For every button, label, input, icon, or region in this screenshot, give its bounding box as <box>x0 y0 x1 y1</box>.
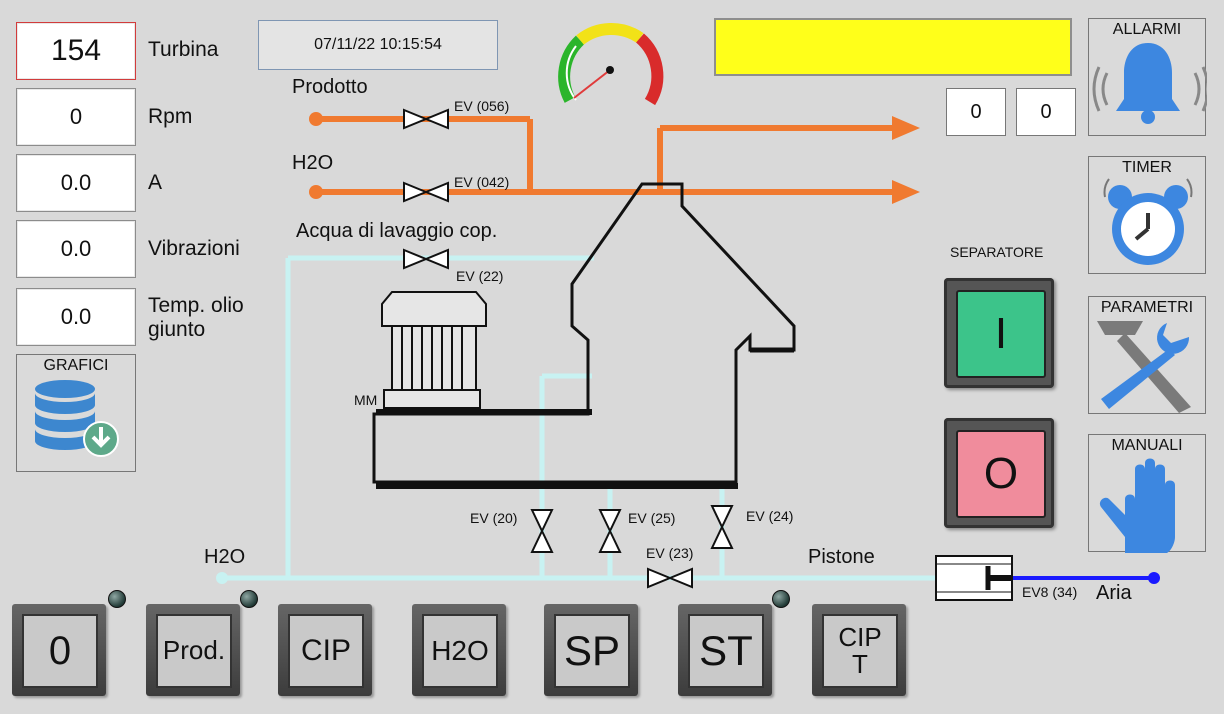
h2o-button[interactable]: H2O <box>412 604 506 696</box>
pistone-label: Pistone <box>808 546 875 568</box>
ev056-label: EV (056) <box>454 98 510 114</box>
cip-button[interactable]: CIP <box>278 604 372 696</box>
cip-label: CIP <box>288 614 364 688</box>
turbina-label: Turbina <box>148 38 219 61</box>
manuali-label: MANUALI <box>1111 437 1183 454</box>
datetime-display: 07/11/22 10:15:54 <box>258 20 498 70</box>
valve-ev24-icon <box>710 505 734 549</box>
rpm-value: 0 <box>16 88 136 146</box>
current-label: A <box>148 171 163 194</box>
vibrazioni-value: 0.0 <box>16 220 136 278</box>
prodotto-inlet <box>309 112 323 126</box>
mode-0-label: 0 <box>22 614 98 688</box>
counter-1: 0 <box>946 88 1006 136</box>
h2o-label: H2O <box>422 614 498 688</box>
parametri-label: PARAMETRI <box>1100 299 1194 316</box>
piston <box>935 555 1160 601</box>
vibrazioni-label: Vibrazioni <box>148 237 240 260</box>
temp-olio-label: Temp. olio giunto <box>148 294 244 341</box>
separator-start-button[interactable]: I <box>944 278 1054 388</box>
database-download-icon <box>35 380 119 457</box>
mode-0-button[interactable]: 0 <box>12 604 106 696</box>
h2o-top-label: H2O <box>292 152 334 174</box>
ev23-label: EV (23) <box>646 545 694 561</box>
gauge <box>558 22 664 106</box>
outlet-arrow-2 <box>892 180 920 204</box>
ev8-label: EV8 (34) <box>1022 584 1078 600</box>
st-button[interactable]: ST <box>678 604 772 696</box>
allarmi-label: ALLARMI <box>1112 21 1182 38</box>
timer-button[interactable]: TIMER <box>1088 156 1206 274</box>
alarm-message-bar <box>714 18 1072 76</box>
prodotto-label: Prodotto <box>292 76 368 98</box>
ev042-label: EV (042) <box>454 174 510 190</box>
rpm-label: Rpm <box>148 105 193 128</box>
tools-icon <box>1097 321 1191 413</box>
grafici-button[interactable]: GRAFICI <box>16 354 136 472</box>
sp-label: SP <box>554 614 630 688</box>
ev24-label: EV (24) <box>746 508 794 524</box>
cip-t-button[interactable]: CIP T <box>812 604 906 696</box>
bell-icon <box>1092 43 1207 124</box>
manuali-button[interactable]: MANUALI <box>1088 434 1206 553</box>
hand-icon <box>1099 458 1175 553</box>
grafici-label: GRAFICI <box>43 357 109 374</box>
ev25-label: EV (25) <box>628 510 676 526</box>
separatore-label: SEPARATORE <box>950 244 1044 260</box>
h2o-bottom-inlet <box>216 572 228 584</box>
h2o-bottom-label: H2O <box>204 546 246 568</box>
valve-ev25-icon <box>598 509 622 553</box>
ev20-label: EV (20) <box>470 510 518 526</box>
turbina-value: 154 <box>16 22 136 80</box>
parametri-button[interactable]: PARAMETRI <box>1088 296 1206 414</box>
ev22-label: EV (22) <box>456 268 504 284</box>
start-label: I <box>956 290 1046 378</box>
cip-t-label: CIP T <box>822 614 898 688</box>
stop-label: O <box>956 430 1046 518</box>
sp-button[interactable]: SP <box>544 604 638 696</box>
motor-label: MM <box>354 392 378 408</box>
st-label: ST <box>688 614 764 688</box>
valve-ev042-icon <box>403 181 449 203</box>
valve-ev23-icon <box>647 567 693 589</box>
separator-stop-button[interactable]: O <box>944 418 1054 528</box>
prod-button[interactable]: Prod. <box>146 604 240 696</box>
outlet-arrow-1 <box>892 116 920 140</box>
temp-olio-value: 0.0 <box>16 288 136 346</box>
valve-ev20-icon <box>530 509 554 553</box>
prod-indicator <box>240 590 258 608</box>
current-value: 0.0 <box>16 154 136 212</box>
motor <box>381 291 487 409</box>
aria-label: Aria <box>1096 582 1132 604</box>
valve-ev056-icon <box>403 108 449 130</box>
h2o-inlet <box>309 185 323 199</box>
alarm-clock-icon <box>1103 178 1193 265</box>
timer-label: TIMER <box>1122 159 1172 176</box>
allarmi-button[interactable]: ALLARMI <box>1088 18 1207 136</box>
counter-2: 0 <box>1016 88 1076 136</box>
st-indicator <box>772 590 790 608</box>
valve-ev22-icon <box>403 248 449 270</box>
mode-0-indicator <box>108 590 126 608</box>
separator-body <box>372 182 796 484</box>
acqua-label: Acqua di lavaggio cop. <box>296 220 498 242</box>
prod-label: Prod. <box>156 614 232 688</box>
water-lines <box>222 255 938 581</box>
product-lines <box>316 116 896 195</box>
